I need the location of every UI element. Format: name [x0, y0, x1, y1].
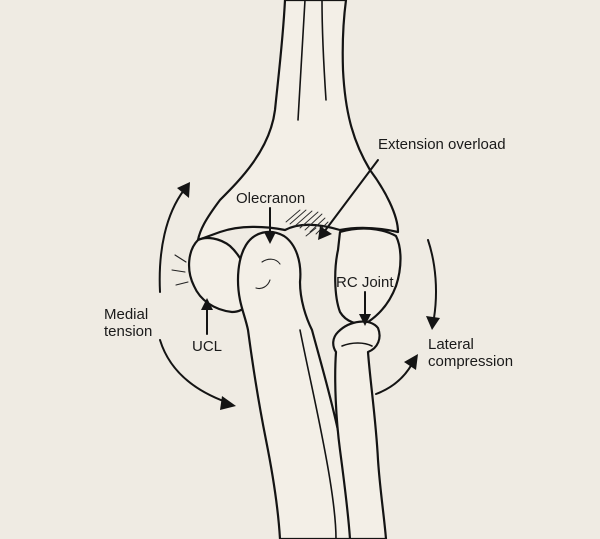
- medial-tension-arrows: [158, 182, 236, 410]
- rc-joint-arrow: [359, 291, 371, 326]
- radius: [332, 320, 388, 539]
- lateral-label-line2: compression: [428, 353, 514, 370]
- medial-label-line1: Medial: [104, 306, 149, 323]
- ucl-label: UCL: [192, 338, 223, 355]
- lateral-compression-arrows: [375, 239, 440, 395]
- lateral-condyle: [334, 227, 402, 325]
- ucl-arrow: [201, 298, 213, 335]
- extension-overload-label: Extension overload: [378, 136, 506, 153]
- olecranon-arrow: [264, 207, 276, 244]
- lateral-label-line1: Lateral: [428, 336, 474, 353]
- extension-overload-arrow: [318, 159, 379, 240]
- medial-stress-marks: [171, 254, 189, 286]
- rc-joint-label: RC Joint: [336, 274, 394, 291]
- olecranon-label: Olecranon: [236, 190, 306, 207]
- medial-label-line2: tension: [104, 323, 153, 340]
